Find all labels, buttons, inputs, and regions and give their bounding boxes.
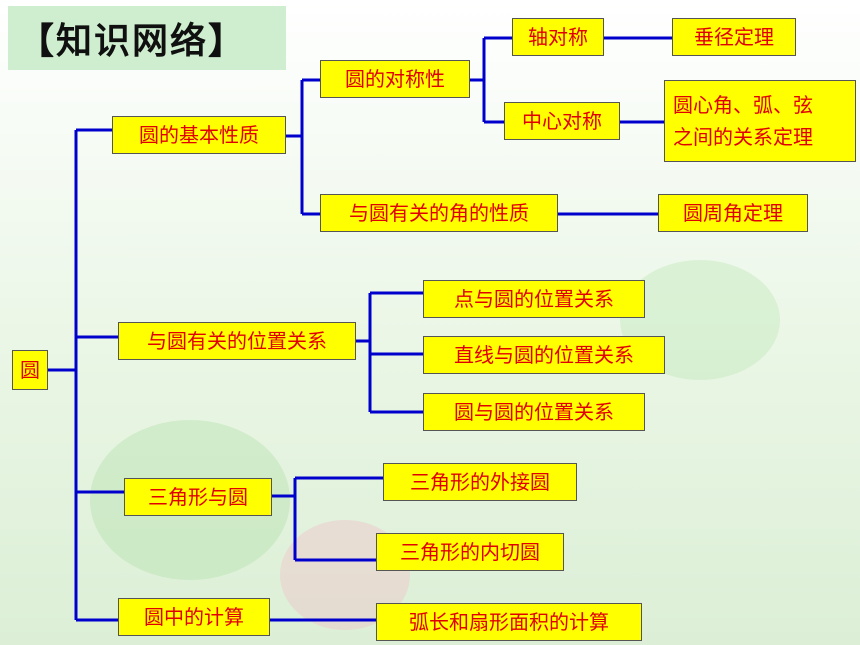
node-perp: 垂径定理 (672, 18, 796, 56)
node-outer: 三角形的外接圆 (383, 463, 577, 501)
node-relation-line1: 圆心角、弧、弦 (673, 93, 813, 117)
node-calc: 圆中的计算 (118, 598, 270, 636)
node-triangle: 三角形与圆 (124, 478, 272, 516)
node-position: 与圆有关的位置关系 (118, 322, 356, 360)
node-line: 直线与圆的位置关系 (423, 336, 665, 374)
node-angle: 与圆有关的角的性质 (320, 194, 558, 232)
node-point: 点与圆的位置关系 (423, 280, 645, 318)
node-axis: 轴对称 (512, 18, 604, 56)
node-central: 中心对称 (504, 102, 620, 140)
title-banner: 【知识网络】 (8, 6, 286, 70)
node-root: 圆 (12, 350, 48, 390)
node-arc: 弧长和扇形面积的计算 (376, 603, 642, 641)
node-inscribed: 圆周角定理 (658, 194, 808, 232)
node-relation-line2: 之间的关系定理 (673, 125, 813, 149)
node-circle: 圆与圆的位置关系 (423, 393, 645, 431)
node-relation: 圆心角、弧、弦 之间的关系定理 (664, 80, 856, 162)
node-basic: 圆的基本性质 (112, 116, 286, 154)
node-inner: 三角形的内切圆 (376, 533, 564, 571)
page-title: 【知识网络】 (18, 21, 247, 62)
node-symmetry: 圆的对称性 (320, 60, 470, 98)
